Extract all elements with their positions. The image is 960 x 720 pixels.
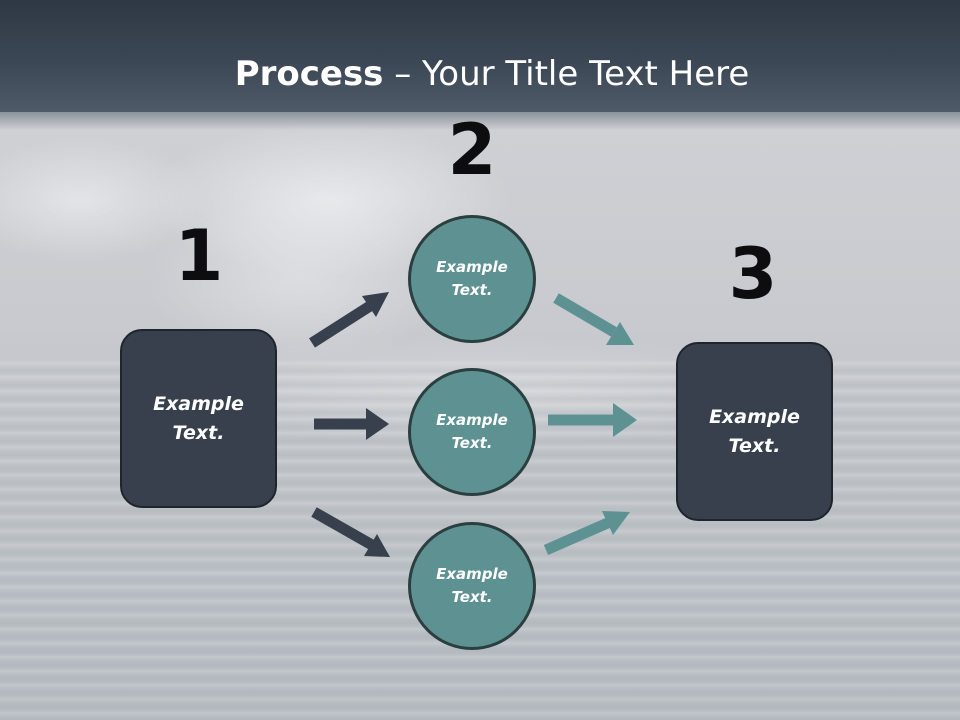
step-1-box-text: Example Text. [153, 392, 244, 444]
arrow-left-to-bottom [311, 507, 390, 557]
arrow-left-to-middle [314, 408, 389, 440]
arrow-bottom-to-right [543, 511, 630, 556]
step-number-2: 2 [447, 109, 497, 191]
title-bold-part: Process [234, 54, 384, 94]
step-2-circle-top: Example Text. [408, 215, 536, 343]
step-number-3: 3 [728, 233, 778, 315]
title-bar [0, 0, 960, 112]
circle-bottom-text: Example Text. [436, 565, 508, 606]
arrow-middle-to-right [548, 403, 637, 437]
step-number-1: 1 [174, 215, 224, 297]
step-1-box: Example Text. [120, 329, 277, 508]
arrow-top-to-right [553, 293, 634, 345]
step-3-box: Example Text. [676, 342, 833, 521]
step-3-box-text: Example Text. [709, 405, 800, 457]
title-rest-part: – Your Title Text Here [383, 54, 750, 94]
circle-middle-text: Example Text. [436, 411, 508, 452]
step-2-circle-bottom: Example Text. [408, 522, 536, 650]
title-bar-fade [0, 108, 960, 130]
arrow-left-to-top [309, 292, 389, 348]
step-2-circle-middle: Example Text. [408, 368, 536, 496]
slide-title: Process – Your Title Text Here [0, 52, 960, 96]
circle-top-text: Example Text. [436, 258, 508, 299]
